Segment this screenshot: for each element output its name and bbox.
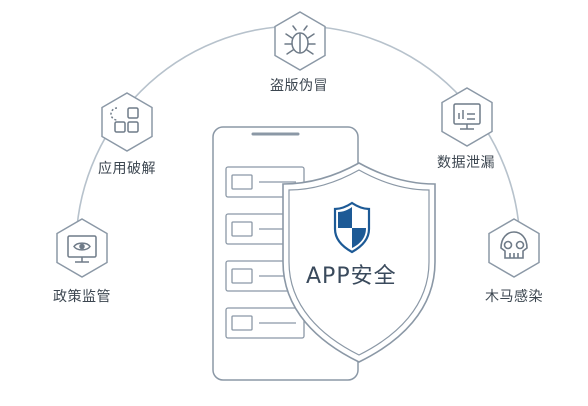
hex-leak <box>441 87 493 147</box>
shield-icon <box>333 201 371 254</box>
threat-label-trojan: 木马感染 <box>485 289 543 305</box>
center-title: APP安全 <box>306 264 397 289</box>
hex-crack <box>101 92 153 152</box>
bug-icon <box>284 25 316 55</box>
hex-trojan <box>488 218 540 278</box>
threat-label-crack: 应用破解 <box>98 161 156 177</box>
app-grid-icon <box>110 107 139 133</box>
security-shield <box>282 162 436 363</box>
threat-label-policy: 政策监管 <box>53 289 111 305</box>
threat-label-piracy: 盗版伪冒 <box>270 78 328 94</box>
list-row <box>225 307 305 339</box>
monitor-eye-icon <box>67 235 97 263</box>
skull-icon <box>500 231 528 259</box>
monitor-chart-icon <box>453 103 481 130</box>
threat-label-leak: 数据泄漏 <box>437 155 495 171</box>
